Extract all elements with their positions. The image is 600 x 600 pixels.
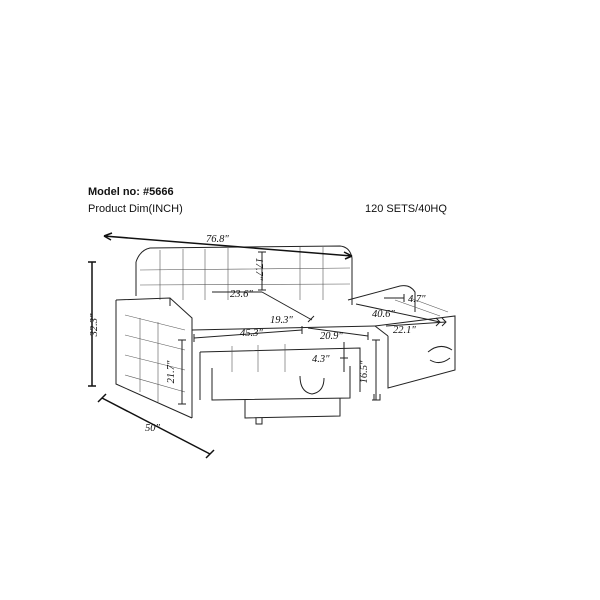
label-overall-height: 32.3" <box>89 313 100 337</box>
label-overall-width: 76.8" <box>206 234 229 245</box>
product-dim-label: Product Dim(INCH) <box>88 203 183 215</box>
label-chaise-length: 40.6" <box>372 309 395 320</box>
sofa-body <box>115 245 456 425</box>
model-number: Model no: #5666 <box>88 186 174 198</box>
label-bed-extension: 20.9" <box>320 331 343 342</box>
label-arm-height: 21.7" <box>166 360 177 383</box>
label-chaise-width: 22.1" <box>393 325 416 336</box>
shipping-quantity: 120 SETS/40HQ <box>365 203 447 215</box>
dimension-labels: 76.8" 32.3" 50" 17.7" 23.6" 19.3" 45.3" … <box>89 234 426 434</box>
label-seat-depth: 19.3" <box>270 315 293 326</box>
label-chaise-arm: 4.7" <box>408 294 426 305</box>
label-back-width: 23.6" <box>230 289 253 300</box>
label-bed-gap: 4.3" <box>312 354 330 365</box>
label-overall-depth: 50" <box>145 423 161 434</box>
label-back-cushion-height: 17.7" <box>253 258 264 281</box>
label-seat-height: 16.5" <box>359 360 370 383</box>
dimension-lines <box>88 232 447 459</box>
label-seat-width: 45.3" <box>240 328 263 339</box>
